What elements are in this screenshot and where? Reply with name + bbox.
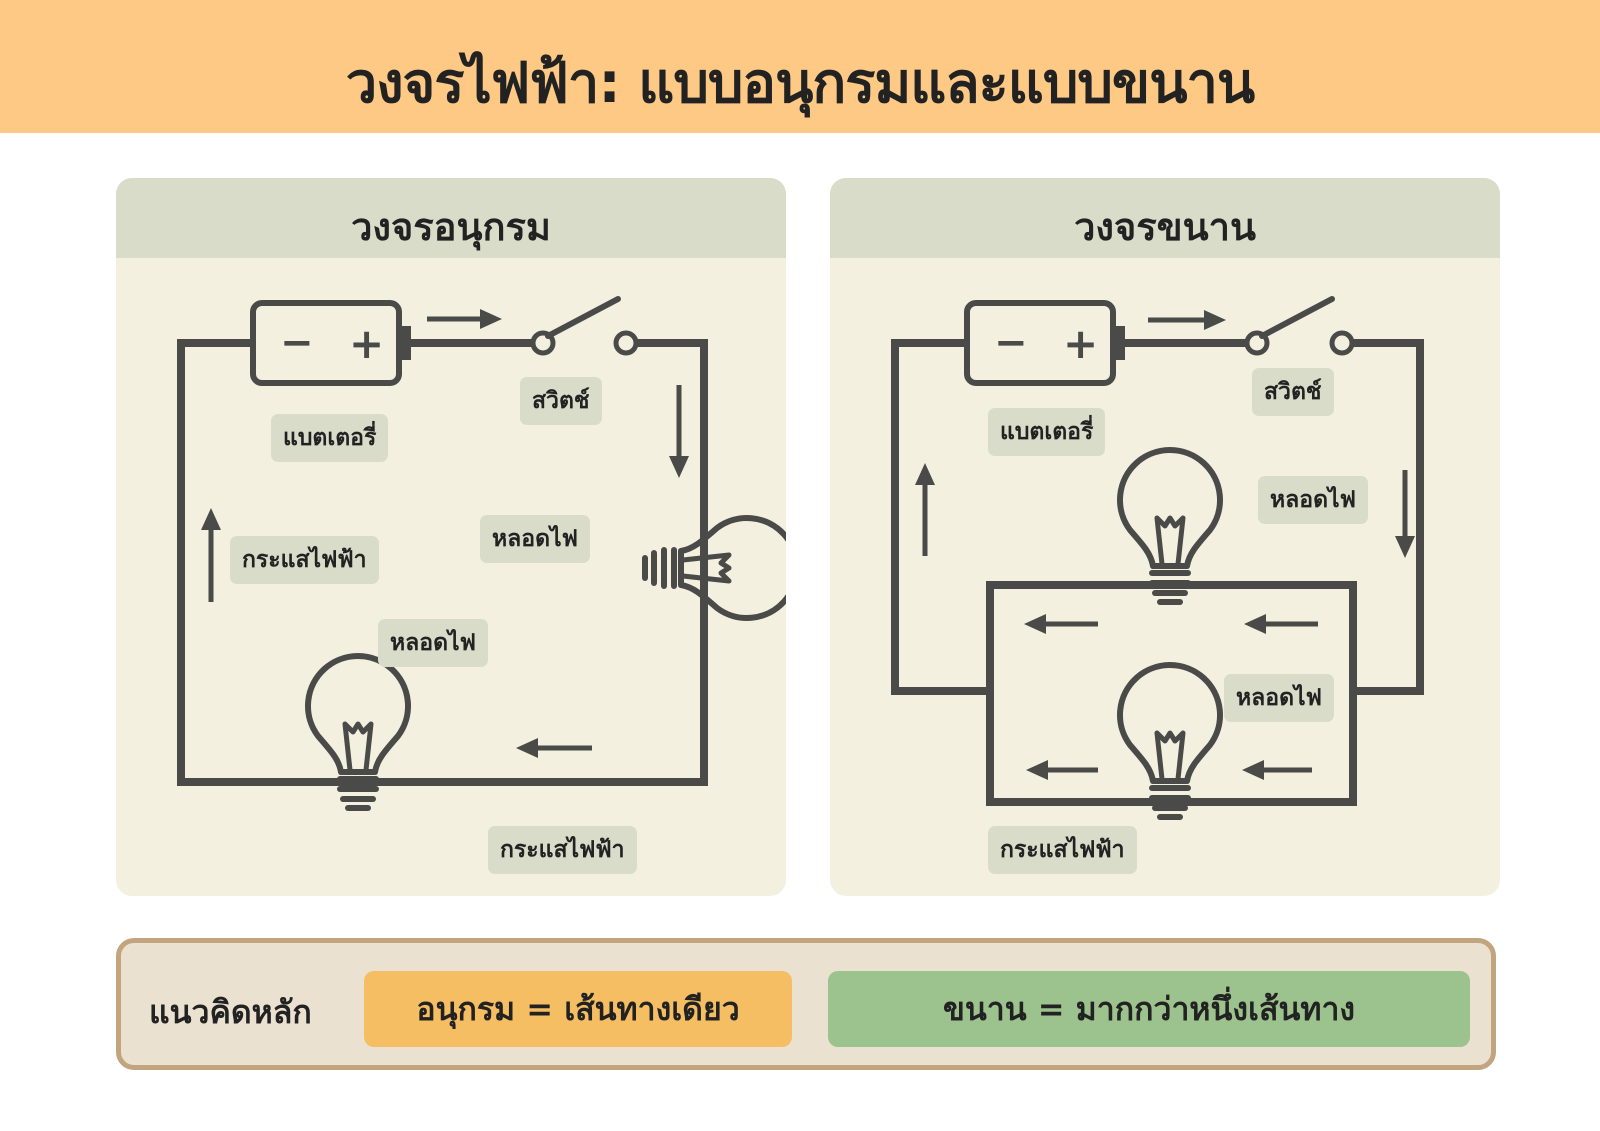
battery-label: แบตเตอรี่: [271, 414, 389, 462]
series-panel-title: วงจรอนุกรม: [351, 205, 551, 249]
current-arrow-icon: [1024, 614, 1098, 634]
series-panel-header: วงจรอนุกรม: [116, 178, 786, 258]
current-arrow-icon: [427, 309, 502, 329]
switch-icon: [530, 296, 639, 356]
current-label: กระแสไฟฟ้า: [488, 826, 637, 874]
battery-label: แบตเตอรี่: [988, 408, 1106, 456]
header-banner: วงจรไฟฟ้า: แบบอนุกรมและแบบขนาน: [0, 0, 1600, 133]
bulb-label: หลอดไฟ: [1224, 674, 1334, 722]
series-circuit-panel: วงจรอนุกรม − +: [116, 178, 786, 896]
switch-label: สวิตช์: [1252, 368, 1334, 416]
current-arrow-icon: [516, 738, 592, 758]
bulb-label: หลอดไฟ: [378, 619, 488, 667]
parallel-panel-title: วงจรขนาน: [1074, 205, 1256, 249]
current-arrow-icon: [201, 508, 221, 602]
current-arrow-icon: [1244, 614, 1318, 634]
battery-icon: − +: [964, 300, 1125, 386]
key-concept-label: แนวคิดหลัก: [149, 993, 312, 1031]
lightbulb-icon: [1120, 450, 1220, 602]
current-arrow-icon: [1395, 470, 1415, 558]
series-concept-pill: อนุกรม = เส้นทางเดียว: [364, 971, 792, 1047]
current-arrow-icon: [1026, 760, 1098, 780]
lightbulb-icon: [1120, 665, 1220, 817]
parallel-panel-header: วงจรขนาน: [830, 178, 1500, 258]
parallel-circuit-diagram: − +: [891, 296, 1424, 896]
switch-icon: [1244, 296, 1355, 356]
parallel-wires: [891, 339, 1424, 806]
battery-plus-symbol: +: [349, 319, 384, 368]
battery-icon: − +: [250, 300, 411, 386]
current-label: กระแสไฟฟ้า: [988, 826, 1137, 874]
series-circuit-diagram: − +: [177, 296, 786, 896]
key-concept-bar: แนวคิดหลัก อนุกรม = เส้นทางเดียว ขนาน = …: [116, 938, 1496, 1070]
current-arrow-icon: [1242, 760, 1312, 780]
parallel-concept-pill: ขนาน = มากกว่าหนึ่งเส้นทาง: [828, 971, 1470, 1047]
bulb-label: หลอดไฟ: [1258, 476, 1368, 524]
current-arrow-icon: [669, 385, 689, 478]
battery-plus-symbol: +: [1063, 319, 1098, 368]
bulb-label: หลอดไฟ: [480, 515, 590, 563]
switch-label: สวิตช์: [520, 377, 602, 425]
current-label: กระแสไฟฟ้า: [230, 536, 379, 584]
current-arrow-icon: [1148, 310, 1226, 330]
current-arrow-icon: [915, 463, 935, 556]
battery-minus-symbol: −: [280, 320, 314, 366]
series-wires: [177, 339, 708, 786]
parallel-circuit-panel: วงจรขนาน − +: [830, 178, 1500, 896]
lightbulb-icon: [645, 518, 786, 618]
battery-minus-symbol: −: [994, 320, 1028, 366]
page-title: วงจรไฟฟ้า: แบบอนุกรมและแบบขนาน: [345, 51, 1255, 116]
